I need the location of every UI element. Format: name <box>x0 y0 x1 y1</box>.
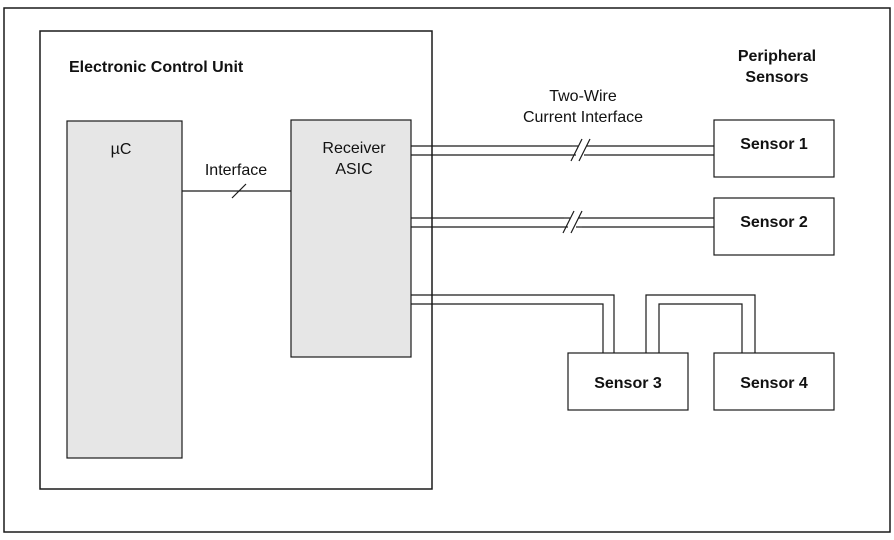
ecu-title: Electronic Control Unit <box>69 59 244 76</box>
daisy-chain-link-sensor-3-4 <box>645 294 756 353</box>
sensor-2-label: Sensor 2 <box>740 214 808 231</box>
sensor-1-label: Sensor 1 <box>740 136 808 153</box>
interface-bus-slash <box>231 183 247 199</box>
two-wire-link-sensor-2 <box>411 210 714 234</box>
two-wire-link-sensor-3 <box>411 294 615 353</box>
two-wire-link-sensor-1 <box>411 138 714 162</box>
receiver-asic-block <box>290 119 412 358</box>
interface-label: Interface <box>205 162 267 179</box>
sensor-3-box <box>567 352 689 411</box>
receiver-asic-label-line1: Receiver <box>322 140 386 157</box>
sensor-1-box <box>713 119 835 178</box>
peripheral-heading-line2: Sensors <box>745 69 808 86</box>
microcontroller-block <box>66 120 183 459</box>
sensor-3-label: Sensor 3 <box>594 375 662 392</box>
receiver-asic-label-line2: ASIC <box>335 161 372 178</box>
sensor-2-box <box>713 197 835 256</box>
sensor-4-box <box>713 352 835 411</box>
bus-label-line1: Two-Wire <box>549 88 617 105</box>
bus-label-line2: Current Interface <box>523 109 643 126</box>
microcontroller-label: µC <box>111 141 132 158</box>
sensor-4-label: Sensor 4 <box>740 375 808 392</box>
peripheral-heading-line1: Peripheral <box>738 48 816 65</box>
break-mark <box>570 138 583 162</box>
